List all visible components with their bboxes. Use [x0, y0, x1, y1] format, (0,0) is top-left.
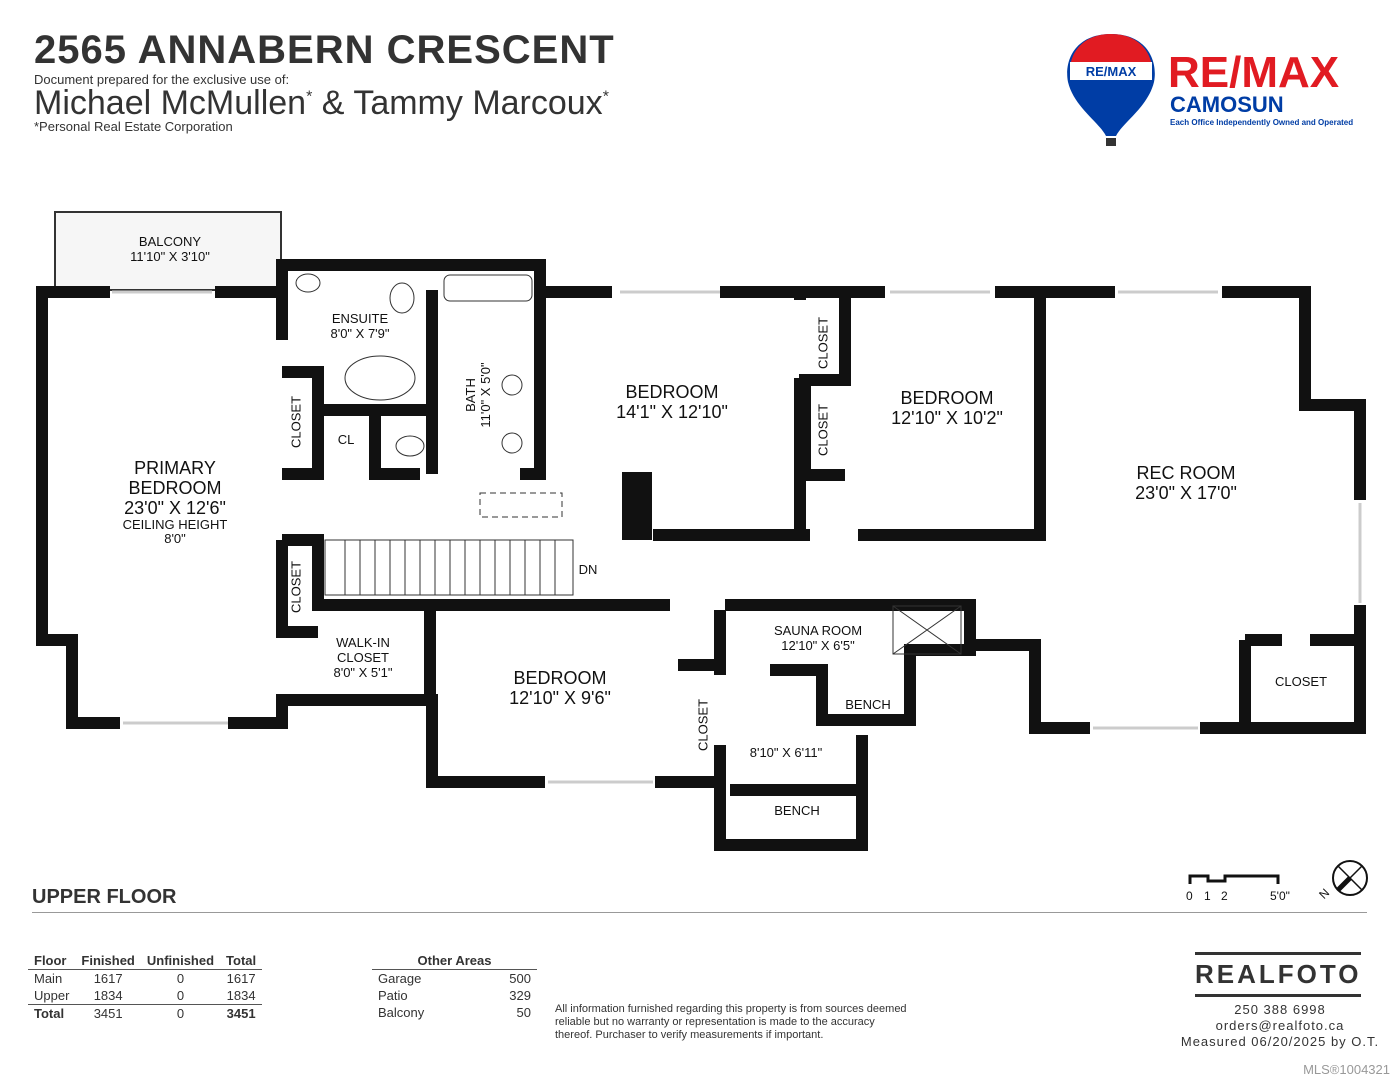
divider — [32, 912, 1367, 913]
floor-label: UPPER FLOOR — [32, 886, 177, 908]
office-name: CAMOSUN — [1170, 92, 1284, 117]
disclaimer: All information furnished regarding this… — [555, 1003, 907, 1041]
svg-text:N: N — [1316, 886, 1332, 902]
agent-2: Tammy Marcoux — [353, 84, 603, 122]
closet-label: CLOSET — [288, 395, 304, 449]
closet-label: CLOSET — [695, 698, 711, 752]
phone: 250 388 6998 — [1234, 1002, 1326, 1017]
svg-text:RE/MAX: RE/MAX — [1086, 64, 1137, 79]
corp-note: *Personal Real Estate Corporation — [34, 119, 233, 134]
bench-label: BENCH — [774, 803, 820, 818]
realfoto-logo: REALFOTO — [1195, 952, 1361, 997]
measured-note: Measured 06/20/2025 by O.T. — [1180, 1034, 1380, 1049]
other-areas-header: Other Areas — [372, 952, 537, 970]
tagline: Each Office Independently Owned and Oper… — [1170, 118, 1354, 127]
closet-label: CLOSET — [815, 403, 831, 457]
amp: & — [321, 84, 345, 122]
stairs-dn-label: DN — [578, 562, 598, 577]
mls-number: MLS®1004321 — [1303, 1062, 1390, 1077]
agent-1: Michael McMullen — [34, 84, 307, 122]
bench-label: BENCH — [845, 697, 891, 712]
star: * — [602, 88, 609, 106]
remax-wordmark: RE/MAX — [1168, 48, 1340, 97]
address-title: 2565 ANNABERN CRESCENT — [34, 28, 615, 72]
cl-label: CL — [337, 432, 355, 447]
star: * — [306, 88, 313, 106]
room-small: 8'10" X 6'11" — [749, 745, 823, 760]
agent-names: Michael McMullen* & Tammy Marcoux* — [34, 84, 609, 123]
remax-balloon-logo: RE/MAX — [1067, 34, 1155, 146]
floor-plan-walls — [36, 211, 1366, 851]
email: orders@realfoto.ca — [1215, 1018, 1345, 1033]
closet-label: CLOSET — [815, 316, 831, 370]
closet-label: CLOSET — [1274, 674, 1328, 689]
prepared-for: Document prepared for the exclusive use … — [34, 72, 290, 87]
closet-label: CLOSET — [288, 560, 304, 614]
